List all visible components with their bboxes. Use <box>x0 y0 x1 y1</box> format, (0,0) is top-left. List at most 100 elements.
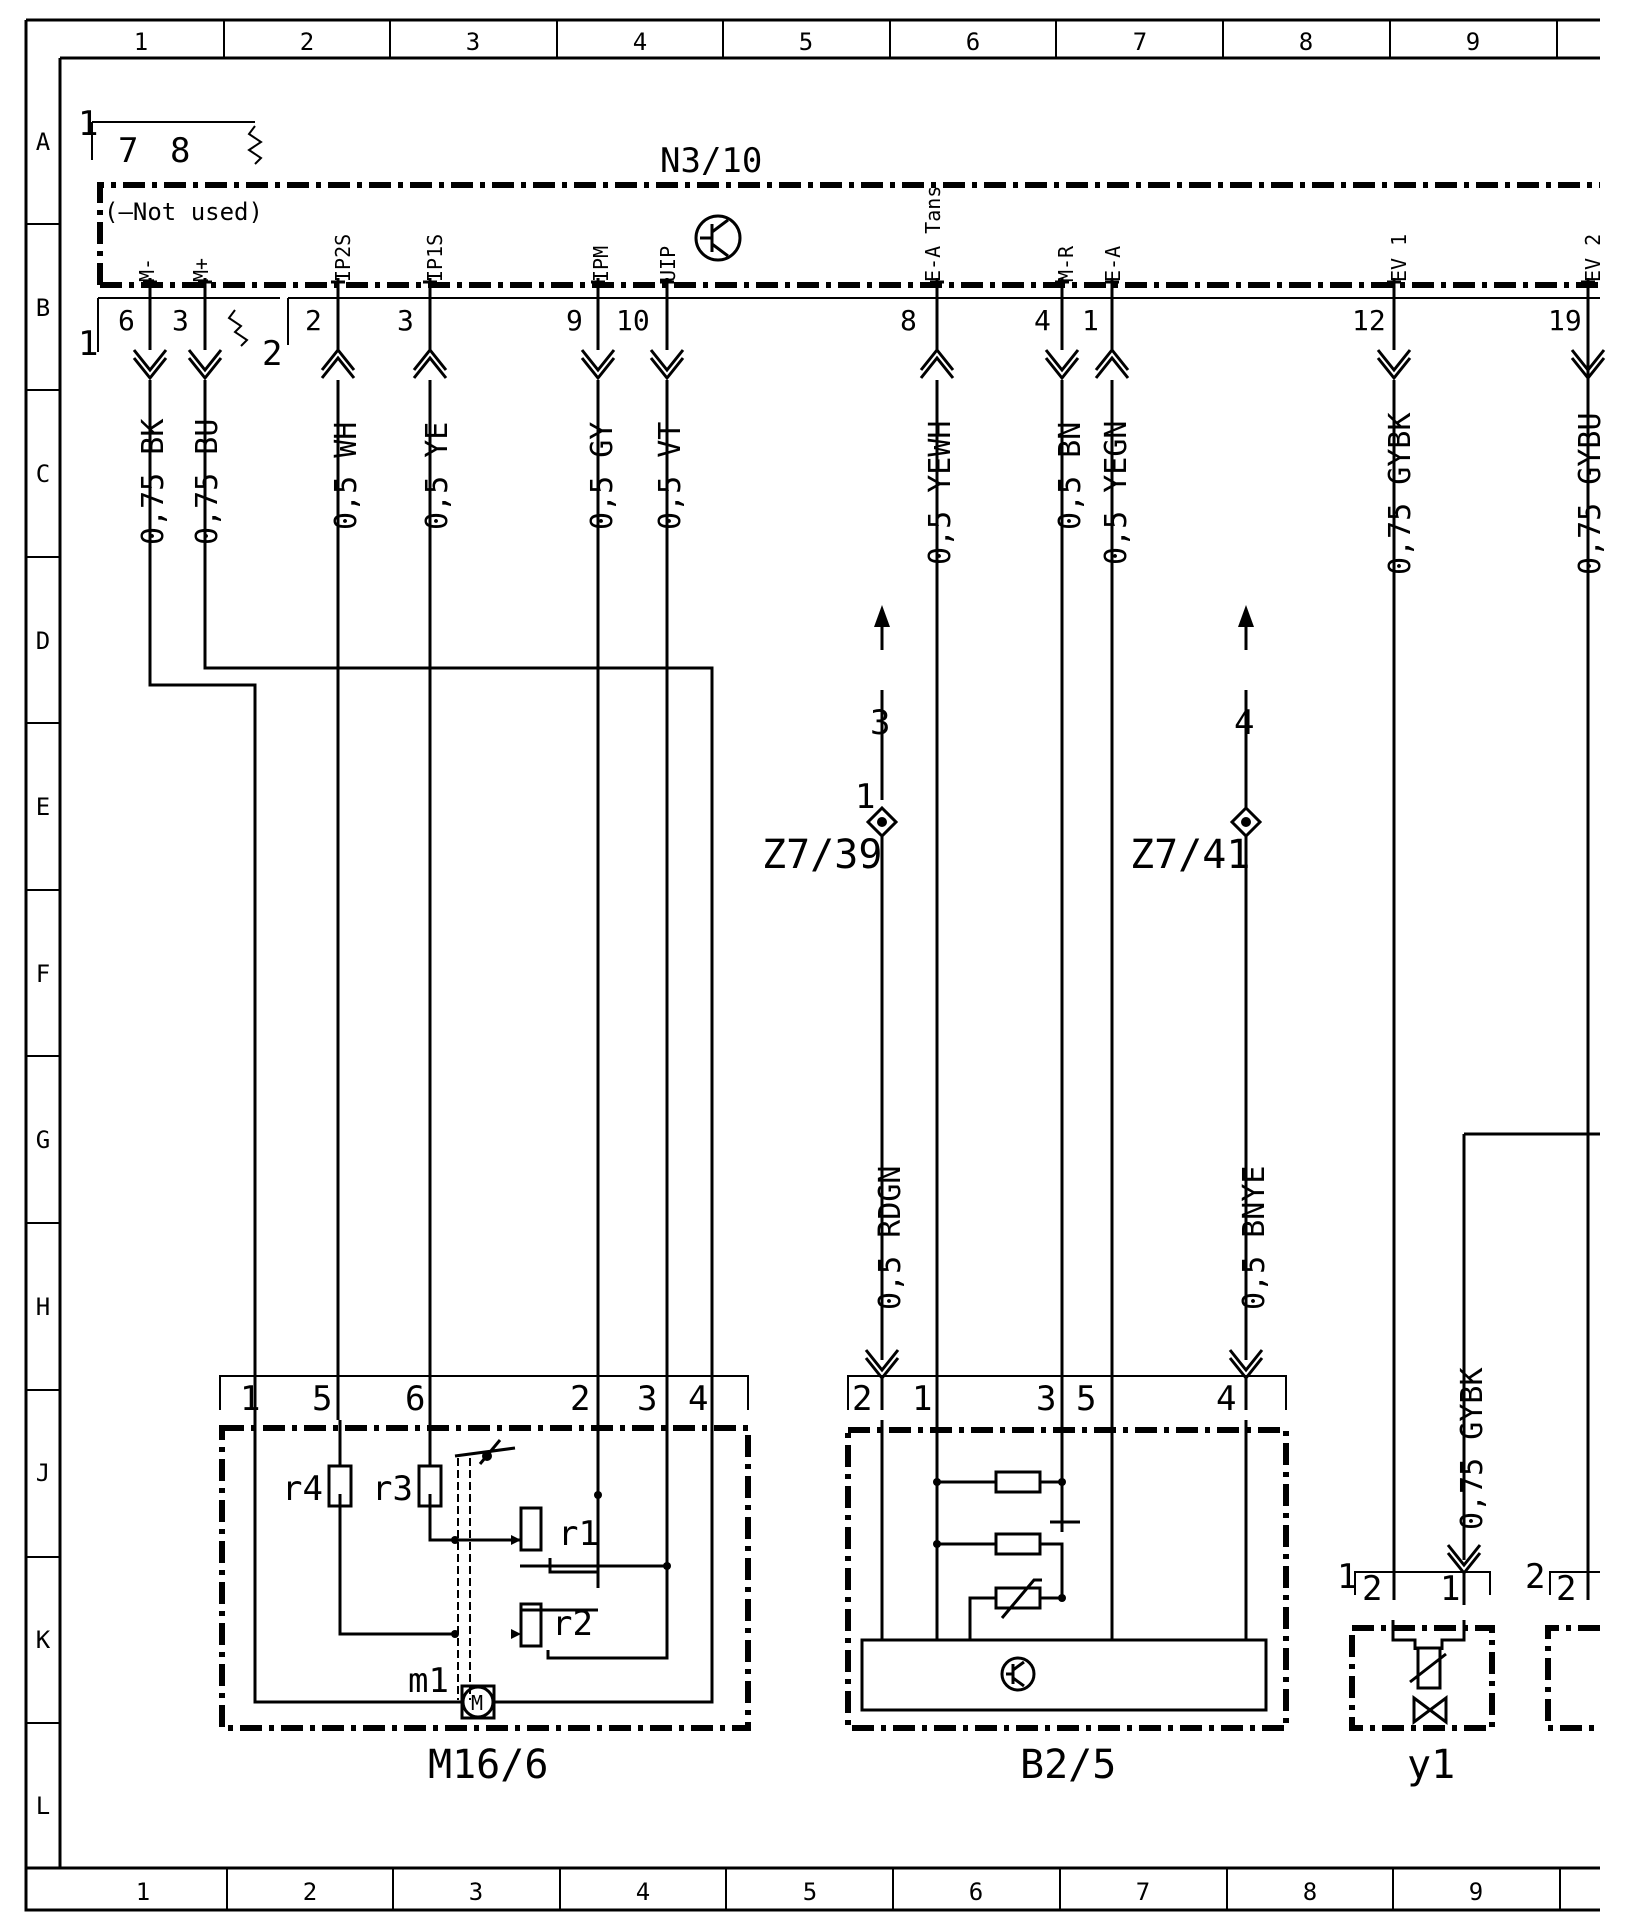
pin-contact-10 <box>1581 278 1595 292</box>
row-k: K <box>36 1626 51 1654</box>
signal-ipm: IPM <box>589 246 613 282</box>
arrow-down-icon-7 <box>1044 349 1080 381</box>
m16-6-pin-1: 1 <box>240 1379 260 1419</box>
wire-0-5-yewh: 0,5 YEWH <box>923 421 958 566</box>
m16-6-pin-2: 2 <box>570 1379 590 1419</box>
wire-0-75-bu: 0,75 BU <box>190 419 225 545</box>
pin-number-12: 12 <box>1352 304 1386 337</box>
signal-m-minus: M- <box>135 258 159 282</box>
next-pin-2: 2 <box>1556 1569 1576 1609</box>
pin-col-e-a: E-A 1 0,5 YEGN <box>1082 246 1134 565</box>
wire-0-5-gy: 0,5 GY <box>585 422 620 530</box>
arrow-down-icon-1 <box>187 349 223 381</box>
connector-1-label: 1 <box>78 324 98 364</box>
module-n3-10: N3/10 1 7 8 (—Not used) 1 2 <box>78 104 1600 374</box>
wire-0-75-gybk: 0,75 GYBK <box>1383 412 1418 575</box>
thermistor-icon <box>994 1586 1042 1610</box>
m16-6-name: M16/6 <box>428 1742 548 1788</box>
col-bottom-7: 7 <box>1136 1878 1150 1906</box>
col-bottom-5: 5 <box>803 1878 817 1906</box>
splice-z7-39: 3 1 Z7/39 0,5 RDGN <box>762 605 908 1360</box>
wire-route-1 <box>203 380 714 1420</box>
col-top-4: 4 <box>633 28 647 56</box>
pin-contact-0 <box>143 278 157 292</box>
row-c: C <box>36 460 50 488</box>
arrow-up-icon-8 <box>1094 347 1130 379</box>
arrow-down-icon-9 <box>1376 349 1412 381</box>
col-top-9: 9 <box>1466 28 1480 56</box>
pin-number-2: 2 <box>305 304 322 337</box>
row-g: G <box>36 1126 50 1154</box>
pin-col-ev1: EV 1 12 0,75 GYBK <box>1352 234 1418 575</box>
col-top-8: 8 <box>1299 28 1313 56</box>
transistor-icon <box>1000 1656 1036 1692</box>
y1-pin-1: 1 <box>1440 1569 1460 1609</box>
unused-pin-7: 7 <box>118 131 138 171</box>
component-next-valve: 2 2 <box>1525 300 1600 1731</box>
col-bottom-4: 4 <box>636 1878 650 1906</box>
col-top-3: 3 <box>466 28 480 56</box>
arrow-down-icon-5 <box>649 349 685 381</box>
arrow-down-icon-4 <box>580 349 616 381</box>
col-bottom-3: 3 <box>469 1878 483 1906</box>
y1-connector-label: 1 <box>1337 1557 1357 1597</box>
row-f: F <box>36 960 50 988</box>
signal-m-r: M-R <box>1054 245 1078 282</box>
pin-col-ipm: IPM 9 0,5 GY <box>566 246 620 530</box>
row-d: D <box>36 627 50 655</box>
arrow-up-icon-2 <box>320 347 356 379</box>
splice-z7-41-ref: 4 <box>1234 703 1254 743</box>
pin-number-10: 10 <box>616 304 650 337</box>
splice-z7-41: 4 Z7/41 0,5 BNYE <box>1130 605 1272 1360</box>
row-a: A <box>36 128 51 156</box>
pin-contact-4 <box>591 278 605 292</box>
b2-5-pin-5: 5 <box>1076 1379 1096 1419</box>
pin-col-ip2s: IP2S 2 0,5 WH <box>305 234 364 530</box>
pin-number-9: 9 <box>566 304 583 337</box>
y1-wire-0-75-gybk: 0,75 GYBK <box>1455 1367 1490 1530</box>
pin-number-6: 6 <box>118 304 135 337</box>
solenoid-icon <box>1416 1646 1442 1690</box>
resistor-r2-icon <box>519 1602 543 1648</box>
pin-number-19: 19 <box>1548 304 1582 337</box>
pin-number-3: 3 <box>172 304 189 337</box>
b2-5-pin-2: 2 <box>852 1379 872 1419</box>
signal-e-a-tans: E-A Tans <box>921 186 945 282</box>
arrow-down-icon-0 <box>132 349 168 381</box>
pin-col-uip: UIP 10 0,5 VT <box>616 246 688 530</box>
col-bottom-8: 8 <box>1303 1878 1317 1906</box>
wire-0-5-bnye: 0,5 BNYE <box>1237 1166 1272 1311</box>
module-name: N3/10 <box>660 141 762 181</box>
component-b2-5: 2 1 3 5 4 B2/5 <box>845 1375 1289 1788</box>
col-bottom-9: 9 <box>1469 1878 1483 1906</box>
y1-housing <box>1349 1625 1495 1731</box>
arrow-up-icon <box>874 605 890 627</box>
resistor-icon <box>994 1470 1042 1494</box>
col-top-6: 6 <box>966 28 980 56</box>
motor-symbol: M <box>471 1691 483 1715</box>
arrow-up-icon <box>1238 605 1254 627</box>
pin-number-3b: 3 <box>397 304 414 337</box>
pin-col-m-minus: M- 6 0,75 BK <box>118 258 171 545</box>
col-bottom-6: 6 <box>969 1878 983 1906</box>
r3-label: r3 <box>372 1469 413 1509</box>
signal-ip2s: IP2S <box>331 234 355 282</box>
col-bottom-2: 2 <box>303 1878 317 1906</box>
signal-e-a: E-A <box>1101 246 1125 282</box>
pin-contact-8 <box>1105 278 1119 292</box>
pin-contact-3 <box>423 278 437 292</box>
row-l: L <box>36 1792 50 1820</box>
unused-pin-8: 8 <box>170 131 190 171</box>
resistor-r3-icon <box>417 1464 443 1508</box>
splice-z7-39-ref: 3 <box>870 703 890 743</box>
col-top-7: 7 <box>1133 28 1147 56</box>
wire-route-0 <box>148 380 257 1420</box>
arrow-down-icon-lower-0 <box>864 1349 900 1410</box>
signal-uip: UIP <box>656 246 680 282</box>
y1-name: y1 <box>1407 1742 1455 1788</box>
component-m16-6: 1 5 6 2 3 4 r4 r3 r1 r2 M <box>219 1375 751 1788</box>
pin-number-4: 4 <box>1034 304 1051 337</box>
arrow-up-icon-3 <box>412 347 448 379</box>
col-bottom-1: 1 <box>136 1878 150 1906</box>
